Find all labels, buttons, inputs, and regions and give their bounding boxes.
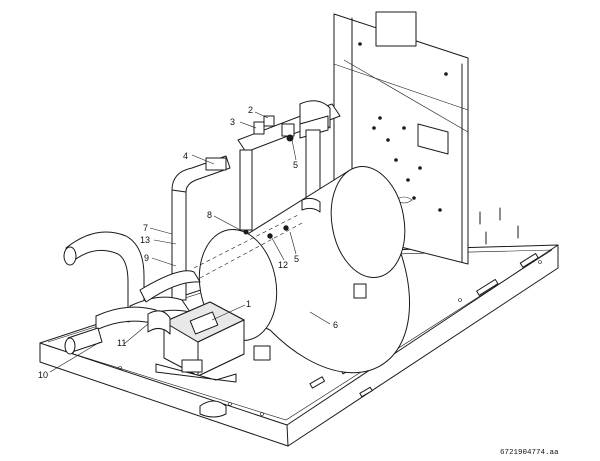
callout-6: 6 [333,320,338,330]
document-id: 6721904774.aa [500,449,559,457]
callout-5-upper: 5 [293,160,298,170]
callout-13: 13 [140,235,150,245]
left-pipework [63,231,201,355]
callout-12: 12 [278,260,288,270]
callouts: 1 2 3 4 5 5 6 7 8 9 10 11 12 13 [38,105,338,380]
callout-3: 3 [230,117,235,127]
callout-8: 8 [207,210,212,220]
callout-1: 1 [246,299,251,309]
leader-lines [49,111,331,373]
callout-10: 10 [38,370,48,380]
callout-5-lower: 5 [294,254,299,264]
callout-4: 4 [183,151,188,161]
upper-header-assembly [171,100,341,301]
callout-11: 11 [117,338,126,348]
circulation-pump [147,301,246,383]
callout-7: 7 [143,223,148,233]
callout-9: 9 [144,253,149,263]
callout-2: 2 [248,105,253,115]
